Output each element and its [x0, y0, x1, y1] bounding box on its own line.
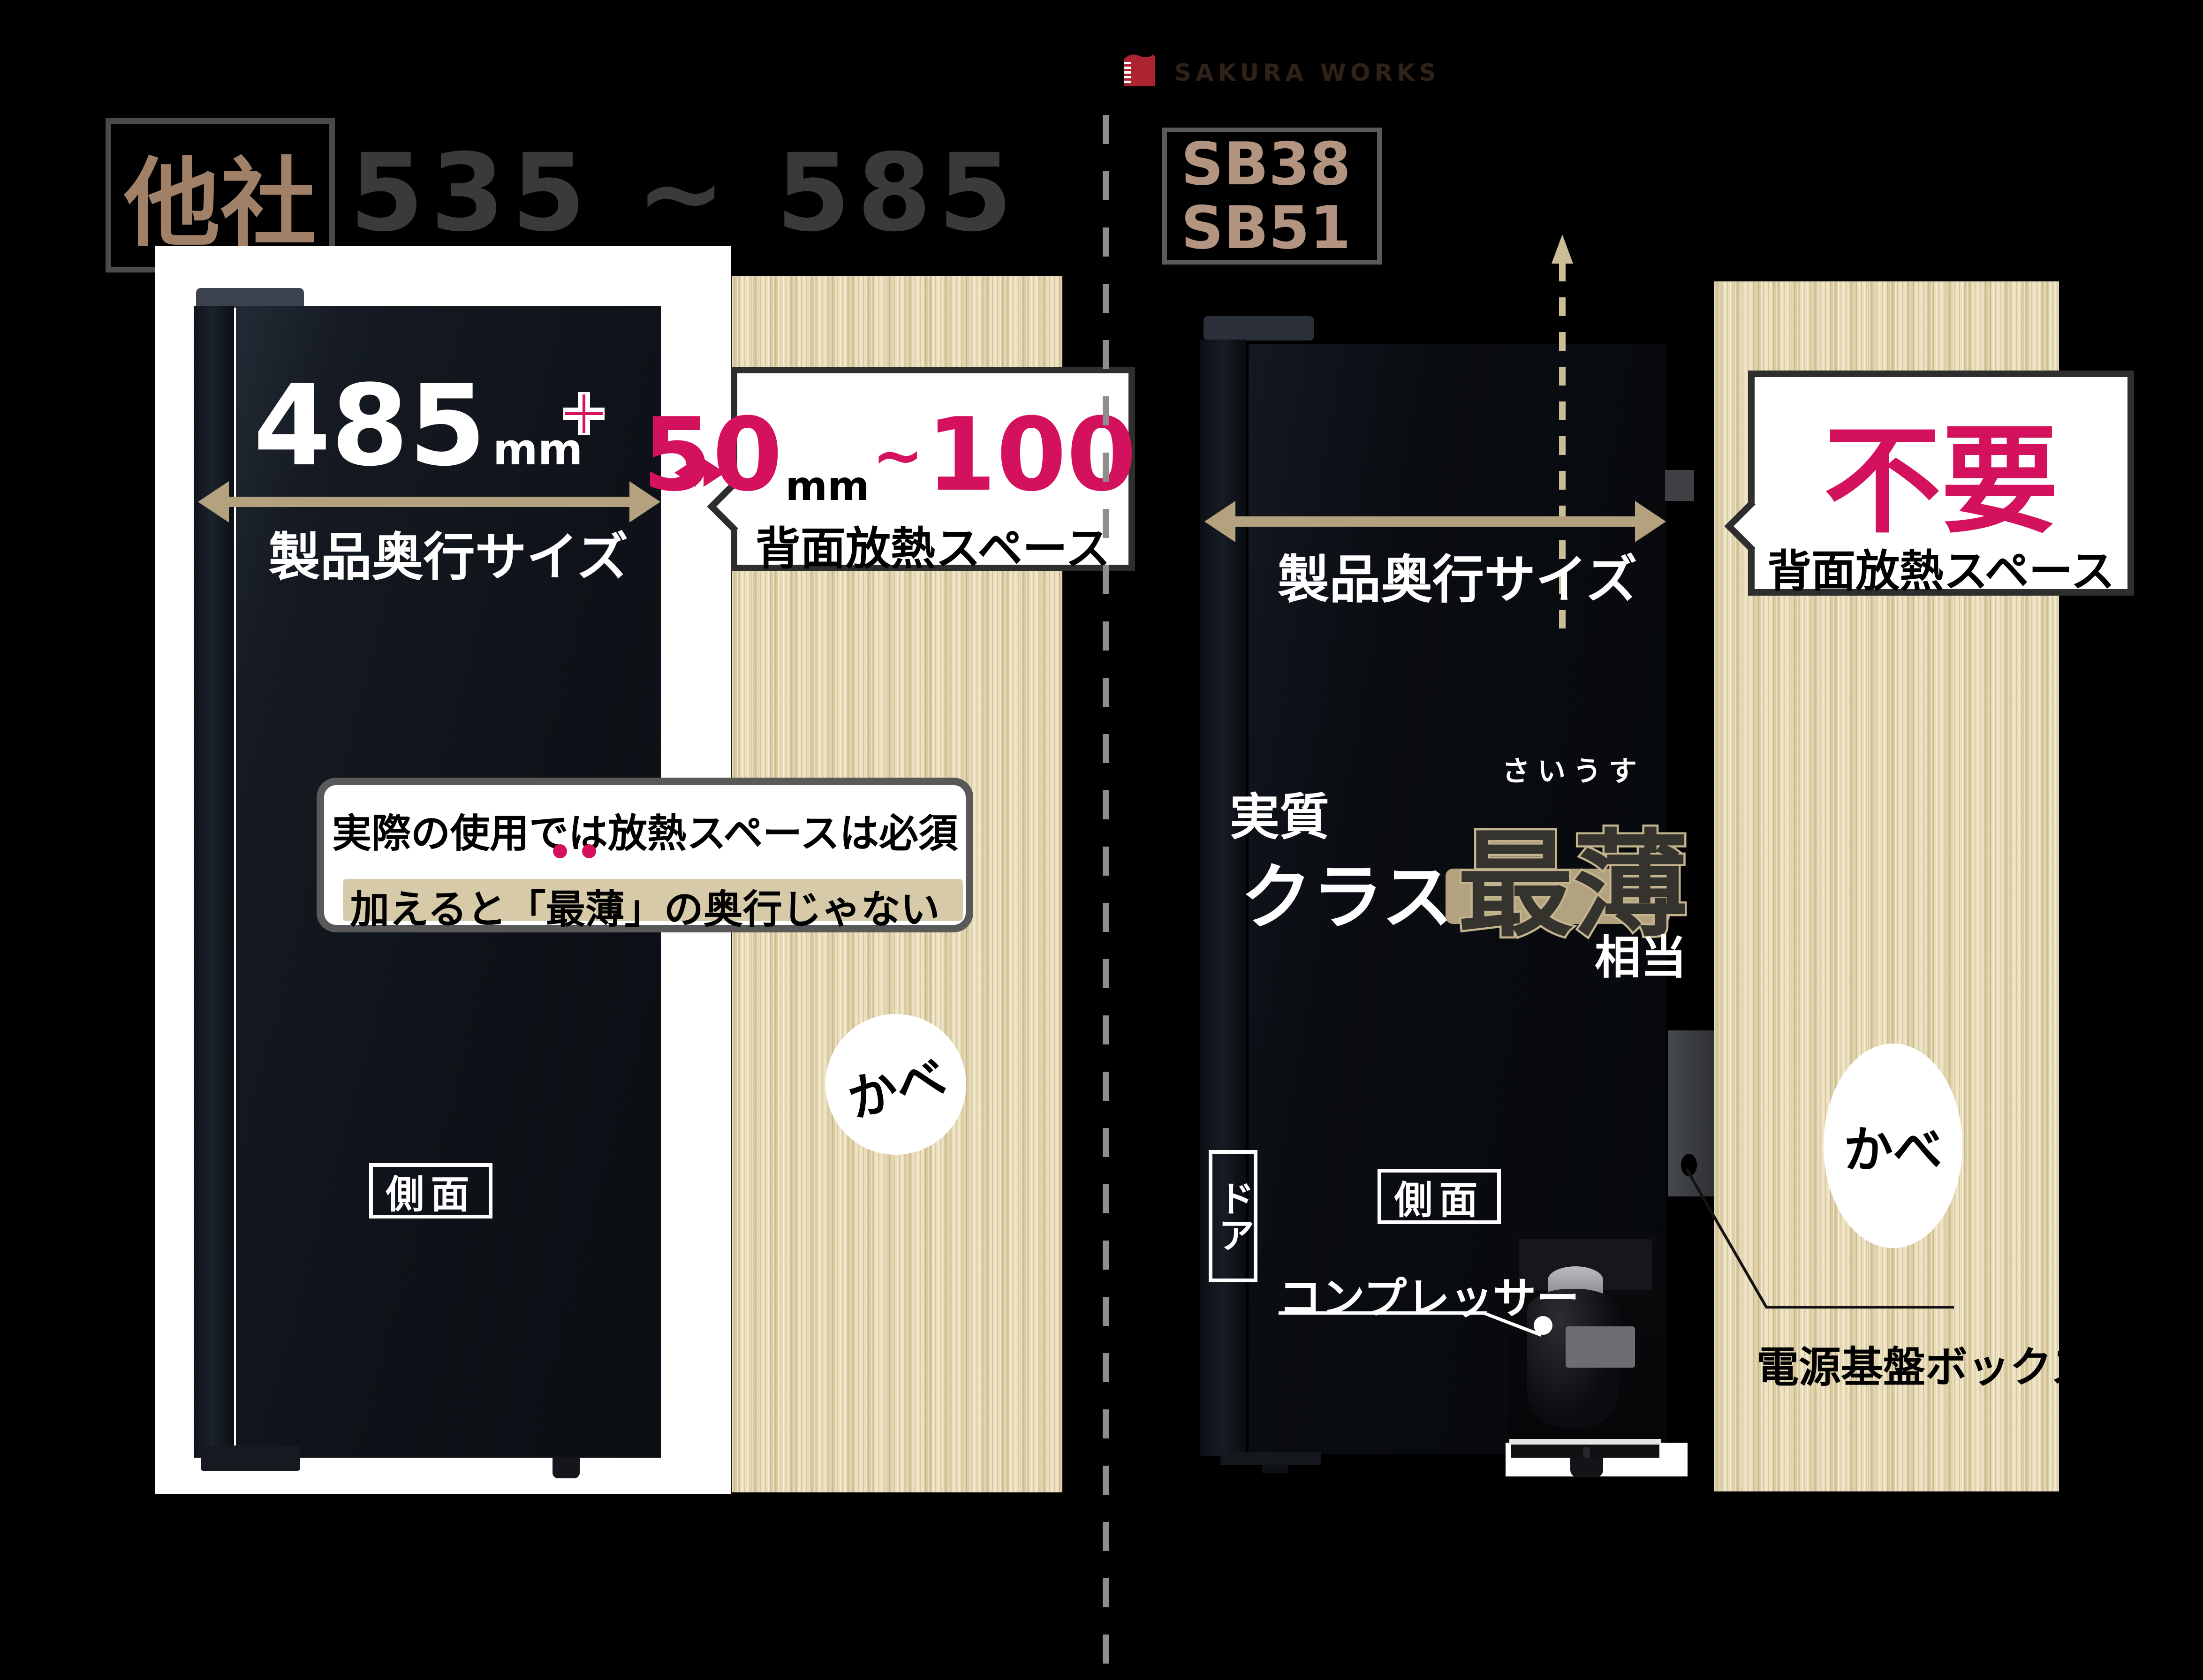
competitor-fridge-foot [553, 1457, 580, 1478]
competitor-fridge-door [194, 306, 234, 1458]
gap-not-needed: 不要 [1824, 413, 2059, 549]
claim-class-word: クラス [1241, 856, 1453, 939]
compressor-pointer-dot [1534, 1316, 1552, 1335]
wall-label-left: かべ [842, 1048, 952, 1129]
power-box-pointer-horizontal [1765, 1306, 1954, 1309]
model-name-2: SB51 [1181, 193, 1351, 262]
wall-badge-right: かべ [1824, 1044, 1962, 1248]
compressor-box [1566, 1326, 1635, 1368]
side-view-text-left: 側面 [386, 1172, 476, 1217]
compressor-pointer-underline [1279, 1311, 1487, 1315]
up-dashed-arrow-icon [1548, 235, 1576, 628]
competitor-label: 他社 [124, 148, 317, 260]
side-view-label-right: 側面 [1378, 1169, 1501, 1224]
gap-unit-min: mm [785, 463, 870, 510]
note-line2: 加えると「最薄」の奥行じゃない [350, 886, 940, 932]
gap-tilde: ~ [872, 420, 924, 491]
competitor-gap-callout: 50 mm ~ 100 mm 背面放熱スペース [642, 367, 1224, 575]
compressor-label: コンプレッサー [1279, 1273, 1580, 1324]
sakura-door-bottom-hinge [1220, 1452, 1321, 1465]
competitor-gap-caption: 背面放熱スペース [755, 522, 1111, 575]
separator-dashed-line [1103, 115, 1109, 1670]
competitor-depth-range: 535 ~ 585 [349, 130, 1019, 255]
competitor-badge: 他社 [106, 118, 335, 272]
claim-highlight-band [1446, 869, 1670, 924]
claim-highlight-word: 最薄 [1455, 817, 1690, 955]
brand-name: SAKURA WORKS [1174, 59, 1440, 86]
wall-badge-left: かべ [825, 1014, 966, 1155]
model-badge: SB38 SB51 [1162, 128, 1382, 265]
claim-prefix: 実質 [1230, 788, 1329, 846]
door-label-box: ドア [1209, 1150, 1257, 1282]
note-highlight-band [343, 879, 963, 921]
gap-max-value: 100 [926, 396, 1137, 514]
gap-arrow-icon [674, 458, 725, 488]
competitor-depth-value: 485 [253, 361, 486, 491]
claim-furigana: さいうす [1502, 755, 1644, 788]
sakura-fridge-top-hinge [1204, 316, 1314, 341]
emphasis-dots-icon [553, 844, 600, 859]
depth-arrow-icon-right [1204, 499, 1666, 544]
door-label: ドア [1212, 1180, 1254, 1253]
wall-label-right: かべ [1843, 1121, 1942, 1179]
model-name-1: SB38 [1181, 129, 1351, 198]
sakura-door-foot [1262, 1465, 1288, 1473]
competitor-depth-caption: 製品奥行サイズ [268, 527, 628, 587]
competitor-depth-value-group: 485 mm [253, 361, 583, 491]
competitor-depth-unit: mm [492, 424, 583, 475]
note-line1: 実際の使用では放熱スペースは必須 [332, 810, 958, 856]
sakura-fridge-rear-tab [1665, 470, 1694, 501]
side-view-label-left: 側面 [369, 1163, 492, 1218]
side-view-text-right: 側面 [1394, 1178, 1484, 1223]
competitor-fridge-bottom-hinge [201, 1445, 300, 1471]
sakura-gap-callout: 不要 背面放熱スペース [1724, 371, 2134, 597]
competitor-fridge-top-hinge [196, 288, 304, 308]
gap-min-value: 50 [642, 396, 783, 514]
sakura-gap-caption: 背面放熱スペース [1767, 546, 2115, 597]
niche-base-rail [1509, 1439, 1661, 1445]
sakura-logo-icon [1124, 52, 1160, 86]
sakura-fridge-foot [1570, 1458, 1603, 1477]
depth-arrow-icon-left [198, 479, 660, 524]
fridge-foot-stem [1583, 1447, 1590, 1461]
sakura-depth-caption: 製品奥行サイズ [1278, 550, 1637, 610]
note-box: 実際の使用では放熱スペースは必須 加えると「最薄」の奥行じゃない [317, 778, 973, 932]
claim-suffix: 相当 [1595, 931, 1687, 984]
plus-icon [563, 392, 605, 435]
power-box-label: 電源基盤ボックス [1756, 1343, 2093, 1392]
